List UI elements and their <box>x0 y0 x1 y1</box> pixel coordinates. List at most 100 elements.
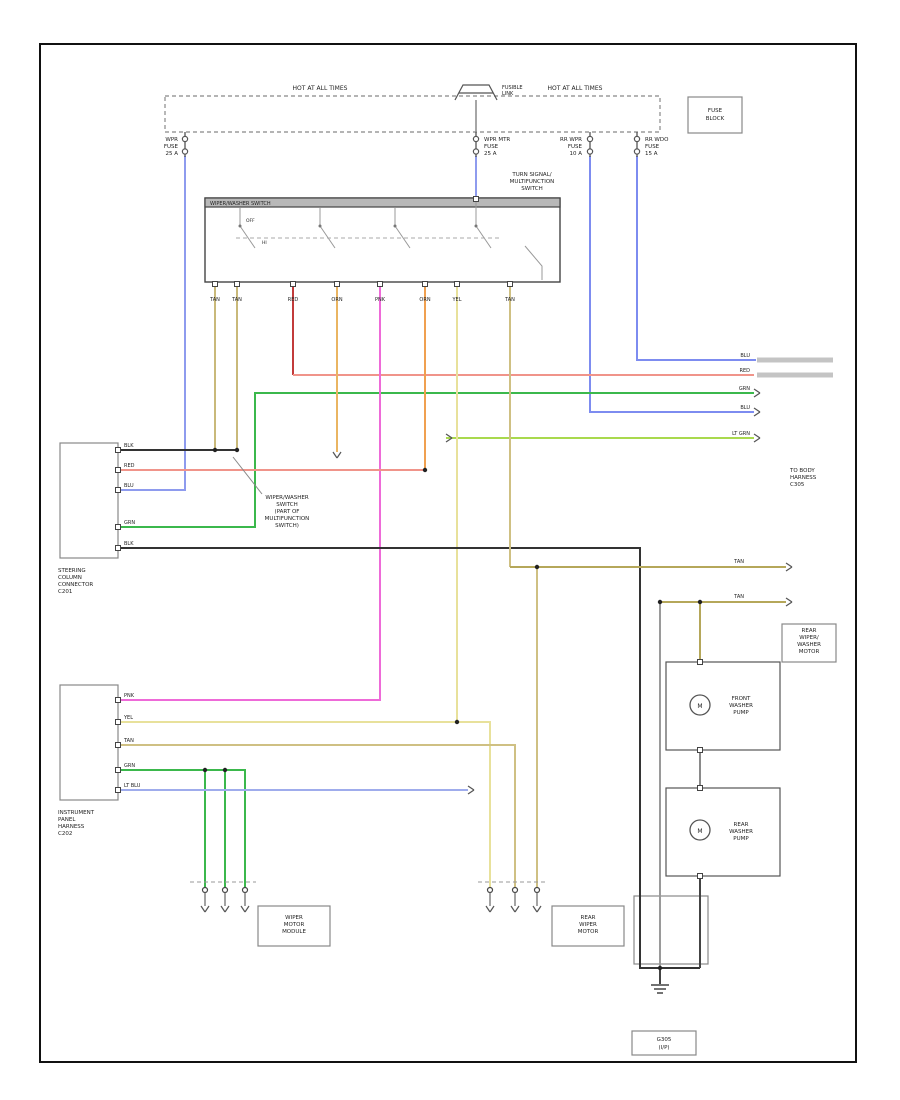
chevron-connector <box>753 437 761 443</box>
chevron-connector <box>332 451 338 459</box>
chevron-connector <box>753 388 761 394</box>
pivot-dot <box>474 224 478 228</box>
diagram-label: M <box>697 703 702 710</box>
diagram-label: HARNESS <box>58 824 85 830</box>
diagram-label: BLOCK <box>706 116 725 122</box>
diagram-label: ORN <box>419 297 430 303</box>
diagram-label: RED <box>124 463 135 469</box>
chevron-connector <box>753 411 761 417</box>
diagram-label: PUMP <box>733 836 749 842</box>
connector-pin <box>115 467 121 473</box>
sw-int-3 <box>394 208 411 249</box>
diagram-label: FUSIBLE <box>502 85 523 91</box>
diagram-label: FUSE <box>708 108 723 114</box>
connector-pin <box>473 196 479 202</box>
diagram-label: LINK <box>502 91 514 97</box>
ground-cluster-left-arrow <box>220 905 226 913</box>
diagram-label: ORN <box>331 297 342 303</box>
diagram-label: RED <box>288 297 299 303</box>
top-right-box <box>687 96 743 134</box>
diagram-label: HARNESS <box>790 475 817 481</box>
diagram-label: SWITCH) <box>275 523 299 529</box>
pivot-dot <box>318 224 322 228</box>
chevron-connector <box>467 785 475 791</box>
junction-dot <box>454 719 460 725</box>
note-leader <box>232 456 263 495</box>
diagram-label: MOTOR <box>578 929 599 935</box>
ground-cluster-left-arrow <box>244 905 250 913</box>
ground-label-bottom <box>631 1030 697 1056</box>
ground-cluster-mid-arrow <box>536 905 542 913</box>
diagram-label: RED <box>740 368 751 374</box>
diagram-label: 25 A <box>165 151 178 157</box>
diagram-label: WIPER <box>285 915 303 921</box>
connector-pin <box>115 787 121 793</box>
diagram-label: WPR MTR <box>484 137 510 143</box>
fuse-4 <box>633 148 641 155</box>
diagram-label: FUSE <box>645 144 660 150</box>
diagram-label: BLU <box>740 405 750 411</box>
connector-pin <box>290 281 296 287</box>
junction-dot <box>697 599 703 605</box>
connector-pin <box>115 742 121 748</box>
diagram-label: MODULE <box>282 929 306 935</box>
ground-cluster-mid-arrow <box>489 905 495 913</box>
blk-trunk <box>120 547 700 969</box>
diagram-label: LT GRN <box>732 431 750 437</box>
diagram-label: SWITCH <box>276 502 298 508</box>
connector-pin <box>115 767 121 773</box>
diagram-label: WASHER <box>797 642 821 648</box>
switch-box <box>204 197 561 283</box>
diagram-label: BLU <box>124 483 134 489</box>
junction-dot <box>657 599 663 605</box>
fuse-4 <box>633 135 641 143</box>
diagram-label: YEL <box>123 715 133 721</box>
diagram-label: WPR <box>165 137 178 143</box>
fuse-3 <box>586 148 594 155</box>
ground-cluster-left-arrow <box>204 905 210 913</box>
diagram-label: HOT AT ALL TIMES <box>293 85 348 92</box>
diagram-label: REAR <box>581 915 596 921</box>
grn-row <box>120 769 246 887</box>
chevron-connector <box>753 392 761 398</box>
ground-label-mid <box>551 905 625 947</box>
chevron-connector <box>785 601 793 607</box>
switch-header <box>204 197 561 208</box>
fuse-block-box <box>164 95 661 133</box>
diagram-label: BLK <box>124 443 134 449</box>
diagram-label: 15 A <box>645 151 658 157</box>
junction-dot <box>202 767 208 773</box>
chevron-connector <box>753 407 761 413</box>
connector-pin <box>697 873 703 879</box>
diagram-label: SWITCH <box>521 186 543 192</box>
junction-dot <box>422 467 428 473</box>
ground-cluster-mid-arrow <box>532 905 538 913</box>
fuse-2 <box>472 148 480 155</box>
diagram-label: OFF <box>246 218 255 224</box>
chevron-connector <box>445 433 453 439</box>
ground-cluster-left-pin <box>201 886 209 894</box>
chevron-connector <box>753 433 761 439</box>
wpr-feed-blu <box>120 156 186 491</box>
grn-path <box>120 392 754 528</box>
ground-cluster-mid-arrow <box>510 905 516 913</box>
fuse-2 <box>472 135 480 143</box>
connector-pin <box>454 281 460 287</box>
diagram-label: (PART OF <box>275 509 300 515</box>
rear-wiper-label-box <box>781 623 837 663</box>
junction-dot <box>222 767 228 773</box>
connector-pin <box>334 281 340 287</box>
diagram-label: C201 <box>58 589 72 595</box>
pivot-dot <box>238 224 242 228</box>
diagram-label: TAN <box>733 559 744 565</box>
diagram-label: FUSE <box>164 144 179 150</box>
diagram-label: WASHER <box>729 703 753 709</box>
diagram-label: PANEL <box>58 817 76 823</box>
diagram-label: WIPER/ <box>799 635 819 641</box>
rear-washer-pump-box <box>665 787 781 877</box>
diagram-label: C305 <box>790 482 805 488</box>
diagram-label: MULTIFUNCTION <box>265 516 310 522</box>
pivot-dot <box>393 224 397 228</box>
diagram-label: BLK <box>124 541 134 547</box>
junction-dot <box>212 447 218 453</box>
